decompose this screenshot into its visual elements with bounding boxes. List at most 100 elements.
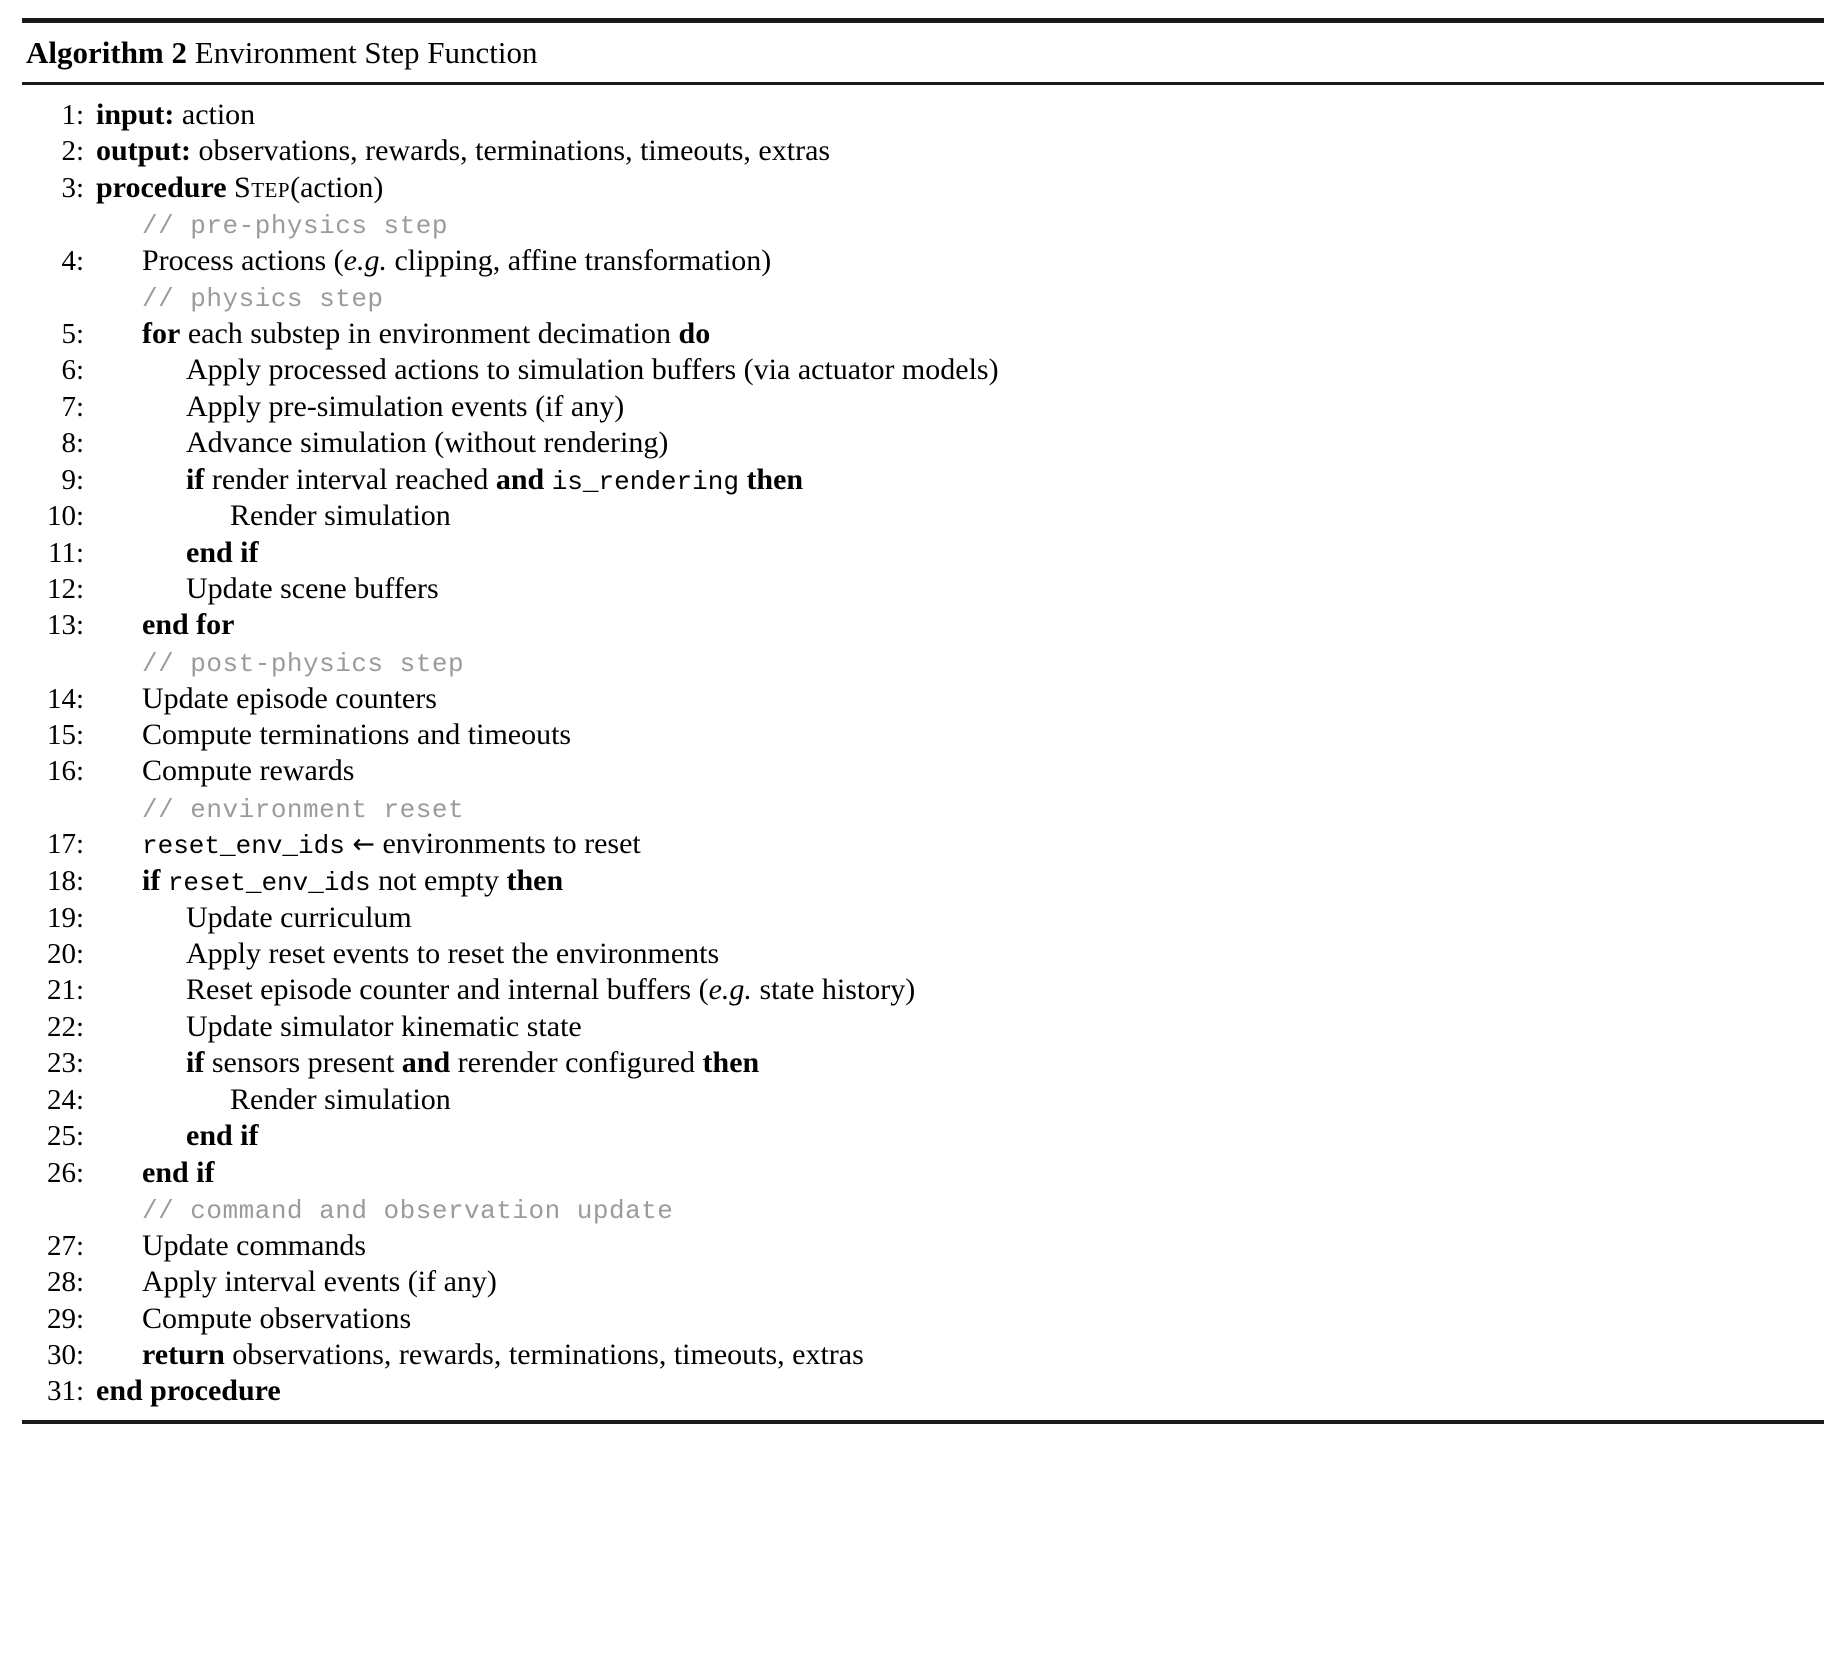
line-content: Render simulation (96, 1082, 1824, 1118)
text: Update episode counters (142, 681, 437, 715)
text: Compute terminations and timeouts (142, 717, 572, 751)
line-number: 19: (46, 901, 84, 934)
text (160, 864, 168, 897)
emphasis: e.g. (708, 973, 752, 1007)
line-number: 29: (46, 1302, 84, 1335)
keyword: if (142, 863, 161, 897)
code-identifier: reset_env_ids (142, 831, 345, 862)
text: Update curriculum (186, 900, 412, 934)
line-content: // environment reset (96, 790, 1824, 827)
code-line: 16:Compute rewards (22, 753, 1824, 789)
text: Update commands (142, 1228, 367, 1262)
code-line: 22:Update simulator kinematic state (22, 1009, 1824, 1045)
code-identifier: is_rendering (551, 466, 739, 497)
line-content: for each substep in environment decimati… (96, 316, 1824, 352)
code-line: 11:end if (22, 535, 1824, 571)
code-line: 2: output: observations, rewards, termina… (22, 133, 1824, 169)
text: state history) (751, 973, 916, 1007)
line-number: 2: (61, 135, 84, 168)
keyword: end if (142, 1155, 215, 1189)
code-line: 26: end if (22, 1155, 1824, 1191)
text: observations, rewards, terminations, tim… (191, 134, 831, 168)
code-line: 29: Compute observations (22, 1301, 1824, 1337)
algorithm-caption: Algorithm 2 Environment Step Function (22, 23, 1824, 82)
text: (action) (290, 170, 384, 204)
line-content: end procedure (96, 1373, 1824, 1409)
code-line: 3:procedure Step(action) (22, 170, 1824, 206)
emphasis: e.g. (343, 243, 387, 277)
keyword: output: (96, 134, 192, 168)
keyword: return (142, 1337, 225, 1371)
text: Apply pre-simulation events (if any) (186, 389, 625, 423)
line-number: 18: (46, 864, 84, 897)
keyword: and (495, 462, 545, 496)
line-number: 13: (46, 609, 84, 642)
line-content: Update simulator kinematic state (96, 1009, 1824, 1045)
text: Render simulation (230, 1082, 451, 1116)
line-content: procedure Step(action) (96, 170, 1824, 206)
line-number: 7: (61, 390, 84, 423)
code-line: 12: Update scene buffers (22, 571, 1824, 607)
line-number: 15: (46, 718, 84, 751)
text: action (174, 97, 256, 131)
text: Apply reset events to reset the environm… (186, 936, 720, 970)
line-number: 25: (46, 1120, 84, 1153)
code-line: 9:if render interval reached and is_rend… (22, 462, 1824, 499)
line-content: Update commands (96, 1228, 1824, 1264)
code-line: 5: for each substep in environment decima… (22, 316, 1824, 352)
keyword: and (401, 1046, 451, 1080)
line-number: 9: (61, 463, 84, 496)
line-number: 8: (61, 427, 84, 460)
line-number: 6: (61, 354, 84, 387)
keyword: if (186, 462, 205, 496)
line-content: Update scene buffers (96, 571, 1824, 607)
comment-line: // physics step (22, 279, 1824, 316)
line-content: // pre-physics step (96, 206, 1824, 243)
line-number: 17: (46, 828, 84, 861)
code-line: 20: Apply reset events to reset the envir… (22, 936, 1824, 972)
line-number: 4: (61, 244, 84, 277)
line-number: 26: (46, 1156, 84, 1189)
comment-line: // environment reset (22, 790, 1824, 827)
text: Reset episode counter and internal buffe… (186, 973, 709, 1007)
line-number: 20: (46, 937, 84, 970)
line-content: Apply reset events to reset the environm… (96, 936, 1824, 972)
top-rule (22, 18, 1824, 23)
keyword: input: (96, 97, 175, 131)
code-comment: // command and observation update (142, 1196, 674, 1227)
text: Render simulation (230, 499, 451, 533)
line-content: Compute terminations and timeouts (96, 717, 1824, 753)
text: each substep in environment decimation (180, 316, 679, 350)
line-number: 27: (46, 1229, 84, 1262)
line-content: if sensors present and rerender configur… (96, 1045, 1824, 1081)
line-content: Apply interval events (if any) (96, 1264, 1824, 1300)
comment-line: // pre-physics step (22, 206, 1824, 243)
code-line: 24:Render simulation (22, 1082, 1824, 1118)
line-content: reset_env_ids ← environments to reset (96, 826, 1824, 863)
caption-rule (22, 81, 1824, 85)
line-content: Compute rewards (96, 753, 1824, 789)
comment-line: // command and observation update (22, 1191, 1824, 1228)
caption-space (187, 35, 195, 70)
line-number: 5: (61, 317, 84, 350)
line-number: 12: (46, 573, 84, 606)
line-content: Apply processed actions to simulation bu… (96, 352, 1824, 388)
text: clipping, affine transformation) (386, 243, 772, 277)
code-line: 31:end procedure (22, 1373, 1824, 1409)
code-line: 28: Apply interval events (if any) (22, 1264, 1824, 1300)
line-number: 28: (46, 1266, 84, 1299)
text: Advance simulation (without rendering) (186, 426, 669, 460)
text: not empty (370, 863, 507, 897)
line-content: input: action (96, 97, 1824, 133)
line-number: 1: (61, 98, 84, 131)
text: Apply interval events (if any) (142, 1265, 497, 1299)
line-number: 14: (46, 682, 84, 715)
code-line: 15: Compute terminations and timeouts (22, 717, 1824, 753)
code-line: 8: Advance simulation (without rendering) (22, 425, 1824, 461)
line-number: 21: (46, 974, 84, 1007)
line-content: end for (96, 607, 1824, 643)
text: Compute rewards (142, 754, 355, 788)
code-line: 7: Apply pre-simulation events (if any) (22, 389, 1824, 425)
line-content: Compute observations (96, 1301, 1824, 1337)
algorithm-block: Algorithm 2 Environment Step Function 1:… (0, 18, 1842, 1424)
